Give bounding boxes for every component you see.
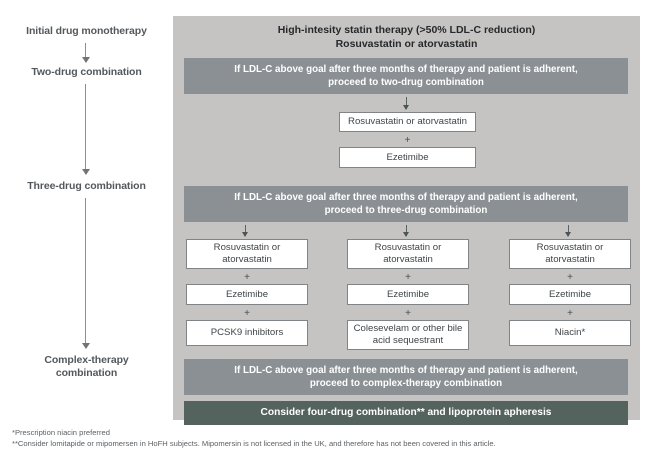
drug-box-col1-third-line1: PCSK9 inhibitors (210, 327, 284, 338)
instruction-bar-two-drug-line1: If LDL-C above goal after three months o… (234, 64, 578, 75)
stage-arrow-three-to-complex (81, 198, 90, 349)
drug-box-col2-statin: Rosuvastatin or atorvastatin (347, 239, 469, 269)
stage-label-complex-therapy-line1: Complex-therapy (44, 354, 129, 366)
drug-box-col3-third-line1: Niacin* (554, 327, 586, 338)
instruction-bar-three-drug-line2: proceed to three-drug combination (324, 205, 488, 216)
drug-box-two-drug-ezetimibe: Ezetimibe (339, 147, 476, 168)
instruction-bar-complex-line1: If LDL-C above goal after three months o… (234, 365, 578, 376)
footnotes: *Prescription niacin preferred **Conside… (12, 427, 652, 449)
plus-sign-col3-second: + (567, 308, 573, 319)
drug-box-col3-statin-line2: atorvastatin (545, 254, 595, 265)
instruction-bar-three-drug: If LDL-C above goal after three months o… (184, 186, 628, 222)
stage-label-complex-therapy-line2: combination (55, 367, 118, 379)
drug-box-col1-ezetimibe: Ezetimibe (186, 284, 308, 305)
panel-title-line1: High-intesity statin therapy (>50% LDL-C… (277, 24, 536, 36)
drug-box-col1-statin-line1: Rosuvastatin or (213, 242, 281, 253)
footnote-niacin: *Prescription niacin preferred (12, 428, 110, 437)
arrow-to-two-drug-box (403, 97, 409, 110)
stage-label-two-drug: Two-drug combination (31, 66, 142, 78)
drug-box-col3-statin: Rosuvastatin or atorvastatin (509, 239, 631, 269)
plus-sign-col1-first: + (244, 272, 250, 283)
drug-box-col2-ezetimibe: Ezetimibe (347, 284, 469, 305)
drug-box-col2-statin-line1: Rosuvastatin or (374, 242, 442, 253)
instruction-bar-complex-line2: proceed to complex-therapy combination (309, 378, 503, 389)
stage-arrow-two-to-three (81, 84, 90, 175)
plus-sign-col2-first: + (405, 272, 411, 283)
drug-box-col2-colesevelam: Colesevelam or other bile acid sequestra… (347, 320, 469, 350)
final-recommendation-bar: Consider four-drug combination** and lip… (184, 401, 628, 425)
drug-box-col1-statin: Rosuvastatin or atorvastatin (186, 239, 308, 269)
stage-label-three-drug: Three-drug combination (27, 180, 146, 192)
instruction-bar-complex-therapy: If LDL-C above goal after three months o… (184, 359, 628, 395)
drug-box-col1-pcsk9: PCSK9 inhibitors (186, 320, 308, 346)
plus-sign-col2-second: + (405, 308, 411, 319)
footnote-lomitapide: **Consider lomitapide or mipomersen in H… (12, 439, 496, 448)
instruction-bar-two-drug: If LDL-C above goal after three months o… (184, 58, 628, 94)
arrow-to-column-1 (242, 225, 248, 237)
drug-box-two-drug-statin: Rosuvastatin or atorvastatin (339, 112, 476, 132)
arrow-to-column-2 (403, 225, 409, 237)
drug-box-col3-niacin: Niacin* (509, 320, 631, 346)
drug-box-col2-third-line1: Colesevelam or other bile (353, 323, 463, 334)
drug-box-col2-statin-line2: atorvastatin (383, 254, 433, 265)
stage-column: Initial drug monotherapy Two-drug combin… (0, 0, 173, 420)
panel-title-line2: Rosuvastatin or atorvastatin (335, 38, 478, 50)
drug-box-col1-statin-line2: atorvastatin (222, 254, 272, 265)
instruction-bar-two-drug-line2: proceed to two-drug combination (328, 77, 484, 88)
plus-sign-two-drug: + (404, 135, 411, 146)
stage-arrow-initial-to-two (81, 43, 90, 63)
drug-box-col2-third-line2: acid sequestrant (372, 335, 444, 346)
instruction-bar-three-drug-line1: If LDL-C above goal after three months o… (234, 192, 578, 203)
stage-label-initial-monotherapy: Initial drug monotherapy (26, 25, 147, 37)
plus-sign-col1-second: + (244, 308, 250, 319)
plus-sign-col3-first: + (567, 272, 573, 283)
drug-box-col3-statin-line1: Rosuvastatin or (536, 242, 604, 253)
arrow-to-column-3 (565, 225, 571, 237)
flowchart-panel: High-intesity statin therapy (>50% LDL-C… (173, 16, 640, 425)
drug-box-col3-ezetimibe: Ezetimibe (509, 284, 631, 305)
